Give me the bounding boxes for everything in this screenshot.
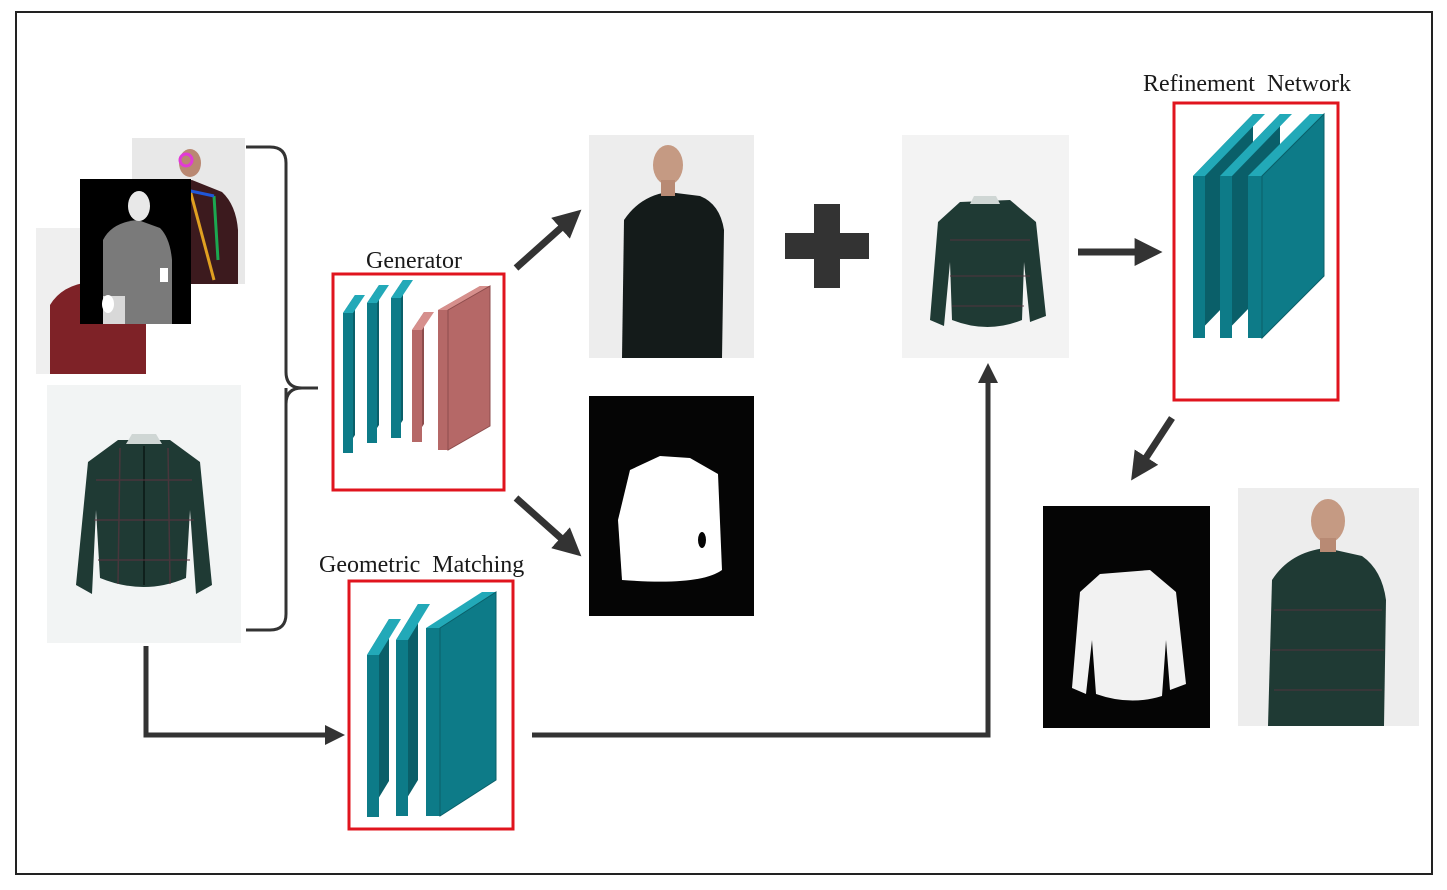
warped-cloth-image	[902, 135, 1069, 358]
coarse-person-image	[589, 135, 754, 358]
generator-box	[331, 272, 506, 492]
input-brace	[246, 145, 318, 632]
clothing-mask-image	[589, 396, 754, 616]
plus-icon	[785, 204, 869, 288]
segmentation-map-image	[80, 179, 191, 324]
arrow-generator-to-person	[513, 209, 582, 271]
geometric-matching-layers	[367, 591, 497, 817]
arrow-cloth-to-geometric-matching	[143, 646, 345, 745]
refinement-network-label: Refinement Network	[1143, 71, 1351, 97]
refinement-layers	[1193, 112, 1325, 340]
arrow-generator-to-mask	[513, 495, 582, 557]
refinement-network-box	[1172, 101, 1340, 402]
arrow-geometric-matching-to-warped-cloth	[532, 363, 998, 738]
generator-label: Generator	[366, 248, 462, 274]
refined-mask-image	[1043, 506, 1210, 728]
generator-decoder-layers	[412, 285, 491, 451]
generator-encoder-layers	[343, 280, 413, 453]
input-cloth-image	[47, 385, 241, 643]
final-tryon-image	[1238, 488, 1419, 726]
geometric-matching-label: Geometric Matching	[319, 552, 524, 578]
geometric-matching-box	[347, 579, 515, 831]
arrow-refinement-to-output	[1131, 416, 1175, 481]
